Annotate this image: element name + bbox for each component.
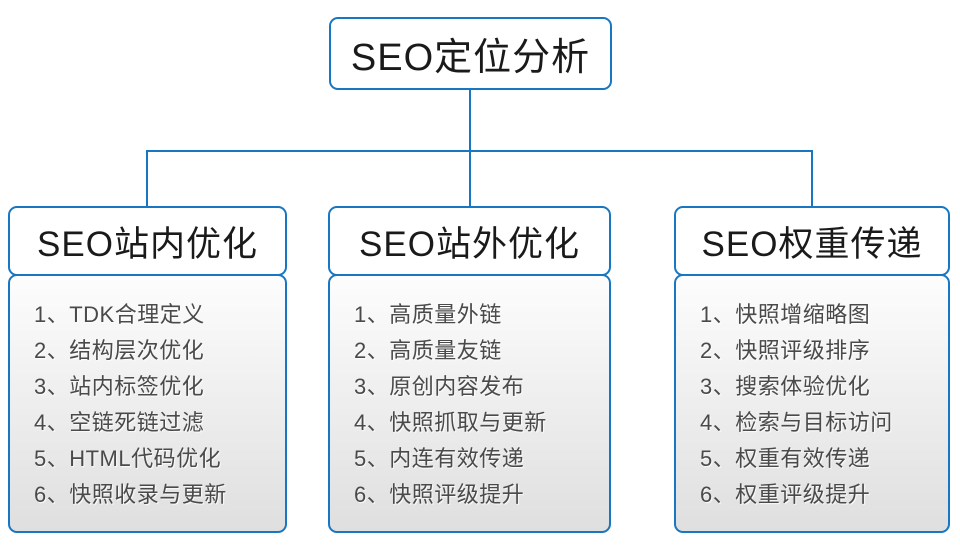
list-item: 2、高质量友链 bbox=[354, 338, 502, 363]
connector-left-drop bbox=[146, 150, 148, 206]
list-item: 4、检索与目标访问 bbox=[700, 410, 893, 435]
list-item: 5、权重有效传递 bbox=[700, 446, 871, 471]
root-node-label: SEO定位分析 bbox=[350, 37, 591, 79]
list-item: 5、HTML代码优化 bbox=[34, 446, 222, 471]
column-title: SEO站外优化 bbox=[359, 224, 580, 264]
column-header-weight: SEO权重传递 bbox=[674, 206, 950, 276]
list-item: 3、搜索体验优化 bbox=[700, 374, 871, 399]
connector-right-drop bbox=[811, 150, 813, 206]
column-list-onsite: 1、TDK合理定义 2、结构层次优化 3、站内标签优化 4、空链死链过滤 5、H… bbox=[8, 274, 287, 533]
list-item: 2、快照评级排序 bbox=[700, 338, 871, 363]
list-item: 1、快照增缩略图 bbox=[700, 302, 871, 327]
column-title: SEO权重传递 bbox=[701, 224, 923, 264]
column-offsite-optimization: SEO站外优化 1、高质量外链 2、高质量友链 3、原创内容发布 4、快照抓取与… bbox=[328, 206, 611, 533]
list-item: 2、结构层次优化 bbox=[34, 338, 205, 363]
list-item: 4、空链死链过滤 bbox=[34, 410, 205, 435]
connector-middle-drop bbox=[469, 150, 471, 206]
list-item: 1、高质量外链 bbox=[354, 302, 502, 327]
column-list-offsite: 1、高质量外链 2、高质量友链 3、原创内容发布 4、快照抓取与更新 5、内连有… bbox=[328, 274, 611, 533]
connector-main-horizontal bbox=[146, 150, 813, 152]
list-item: 4、快照抓取与更新 bbox=[354, 410, 547, 435]
column-header-offsite: SEO站外优化 bbox=[328, 206, 611, 276]
list-item: 6、快照收录与更新 bbox=[34, 482, 227, 507]
list-item: 3、原创内容发布 bbox=[354, 374, 525, 399]
list-item: 5、内连有效传递 bbox=[354, 446, 525, 471]
column-onsite-optimization: SEO站内优化 1、TDK合理定义 2、结构层次优化 3、站内标签优化 4、空链… bbox=[8, 206, 287, 533]
list-item: 3、站内标签优化 bbox=[34, 374, 205, 399]
list-item: 6、权重评级提升 bbox=[700, 482, 871, 507]
column-title: SEO站内优化 bbox=[37, 224, 258, 264]
root-node: SEO定位分析 bbox=[329, 17, 612, 90]
list-item: 6、快照评级提升 bbox=[354, 482, 525, 507]
list-item: 1、TDK合理定义 bbox=[34, 302, 205, 327]
connector-root-vertical bbox=[469, 90, 471, 150]
column-list-weight: 1、快照增缩略图 2、快照评级排序 3、搜索体验优化 4、检索与目标访问 5、权… bbox=[674, 274, 950, 533]
column-header-onsite: SEO站内优化 bbox=[8, 206, 287, 276]
column-weight-transfer: SEO权重传递 1、快照增缩略图 2、快照评级排序 3、搜索体验优化 4、检索与… bbox=[674, 206, 950, 533]
